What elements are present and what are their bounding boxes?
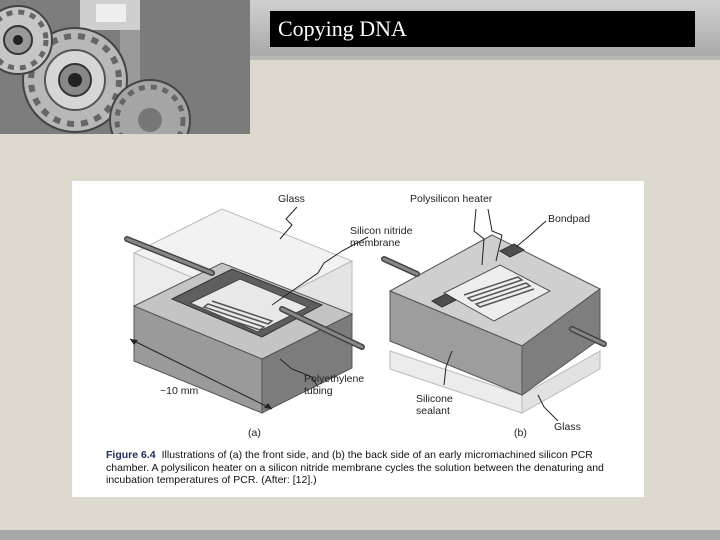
label-sealant-line1: Silicone <box>416 393 453 405</box>
gears-image <box>0 0 250 134</box>
chamber-front-view <box>124 206 369 414</box>
label-membrane-line2: membrane <box>350 237 401 249</box>
label-panel-b: (b) <box>514 427 527 439</box>
header-divider <box>248 56 720 60</box>
label-tubing-line2: tubing <box>304 385 333 397</box>
label-tubing-line1: Polyethylene <box>304 373 365 385</box>
small-gear-icon <box>0 5 53 75</box>
label-dimension: ~10 mm <box>160 385 199 397</box>
label-membrane-line1: Silicon nitride <box>350 225 413 237</box>
figure-number: Figure 6.4 <box>106 449 156 461</box>
partial-gear-icon <box>109 79 191 134</box>
label-glass-b: Glass <box>554 421 581 433</box>
slide-title: Copying DNA <box>270 11 695 47</box>
footer-strip <box>0 530 720 540</box>
label-heater: Polysilicon heater <box>410 193 493 205</box>
figure-caption-text: Illustrations of (a) the front side, and… <box>106 449 604 486</box>
label-glass-a: Glass <box>278 193 305 205</box>
label-bondpad: Bondpad <box>548 213 591 225</box>
chamber-back-view <box>381 208 607 422</box>
gears-illustration <box>0 0 250 134</box>
pcr-chamber-diagram <box>124 206 607 422</box>
pcr-chamber-figure: Glass Silicon nitride membrane Polyethyl… <box>72 181 644 497</box>
label-panel-a: (a) <box>248 427 261 439</box>
label-sealant-line2: sealant <box>416 405 450 417</box>
